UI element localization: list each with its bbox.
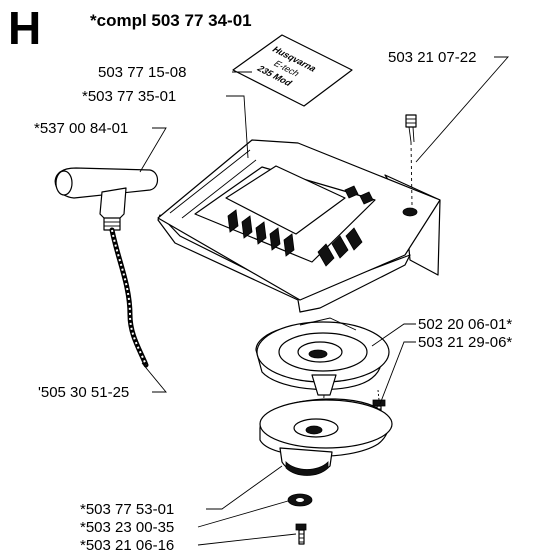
leader-handle <box>139 127 167 173</box>
assembly-title: *compl 503 77 34-01 <box>90 11 252 30</box>
leader-housing-screw <box>415 56 509 163</box>
leader-spring-cassette <box>371 323 416 347</box>
part-label-spring-cassette: 502 20 06-01* <box>418 316 512 333</box>
part-label-housing-screw: 503 21 07-22 <box>388 49 476 66</box>
housing-screw-illustration <box>405 114 417 206</box>
part-label-washer: *503 23 00-35 <box>80 519 174 536</box>
center-screw-illustration <box>295 523 307 545</box>
leader-starter-rope <box>141 362 167 393</box>
decal-illustration: Husqvarna E-tech 235 Mod <box>232 34 353 107</box>
leader-center-screw <box>197 533 297 546</box>
part-label-housing: *503 77 35-01 <box>82 88 176 105</box>
leader-housing <box>226 95 249 159</box>
housing-vents-right <box>317 227 363 267</box>
part-label-handle: *537 00 84-01 <box>34 120 128 137</box>
part-label-cassette-screw: 503 21 29-06* <box>418 334 512 351</box>
part-label-rope-pulley: *503 77 53-01 <box>80 501 174 518</box>
washer-illustration <box>287 493 313 507</box>
leader-washer <box>197 500 289 528</box>
rope-pulley-illustration <box>259 398 393 476</box>
part-label-starter-rope: '505 30 51-25 <box>38 384 129 401</box>
part-label-center-screw: *503 21 06-16 <box>80 537 174 554</box>
leader-cassette-screw <box>379 341 416 405</box>
housing-vents-left <box>227 209 295 257</box>
section-letter: H <box>8 2 41 54</box>
leader-rope-pulley <box>206 465 283 510</box>
starter-housing-illustration <box>157 139 441 313</box>
handle-illustration <box>54 167 159 231</box>
part-label-decal: 503 77 15-08 <box>98 64 186 81</box>
starter-rope-illustration <box>109 227 149 368</box>
